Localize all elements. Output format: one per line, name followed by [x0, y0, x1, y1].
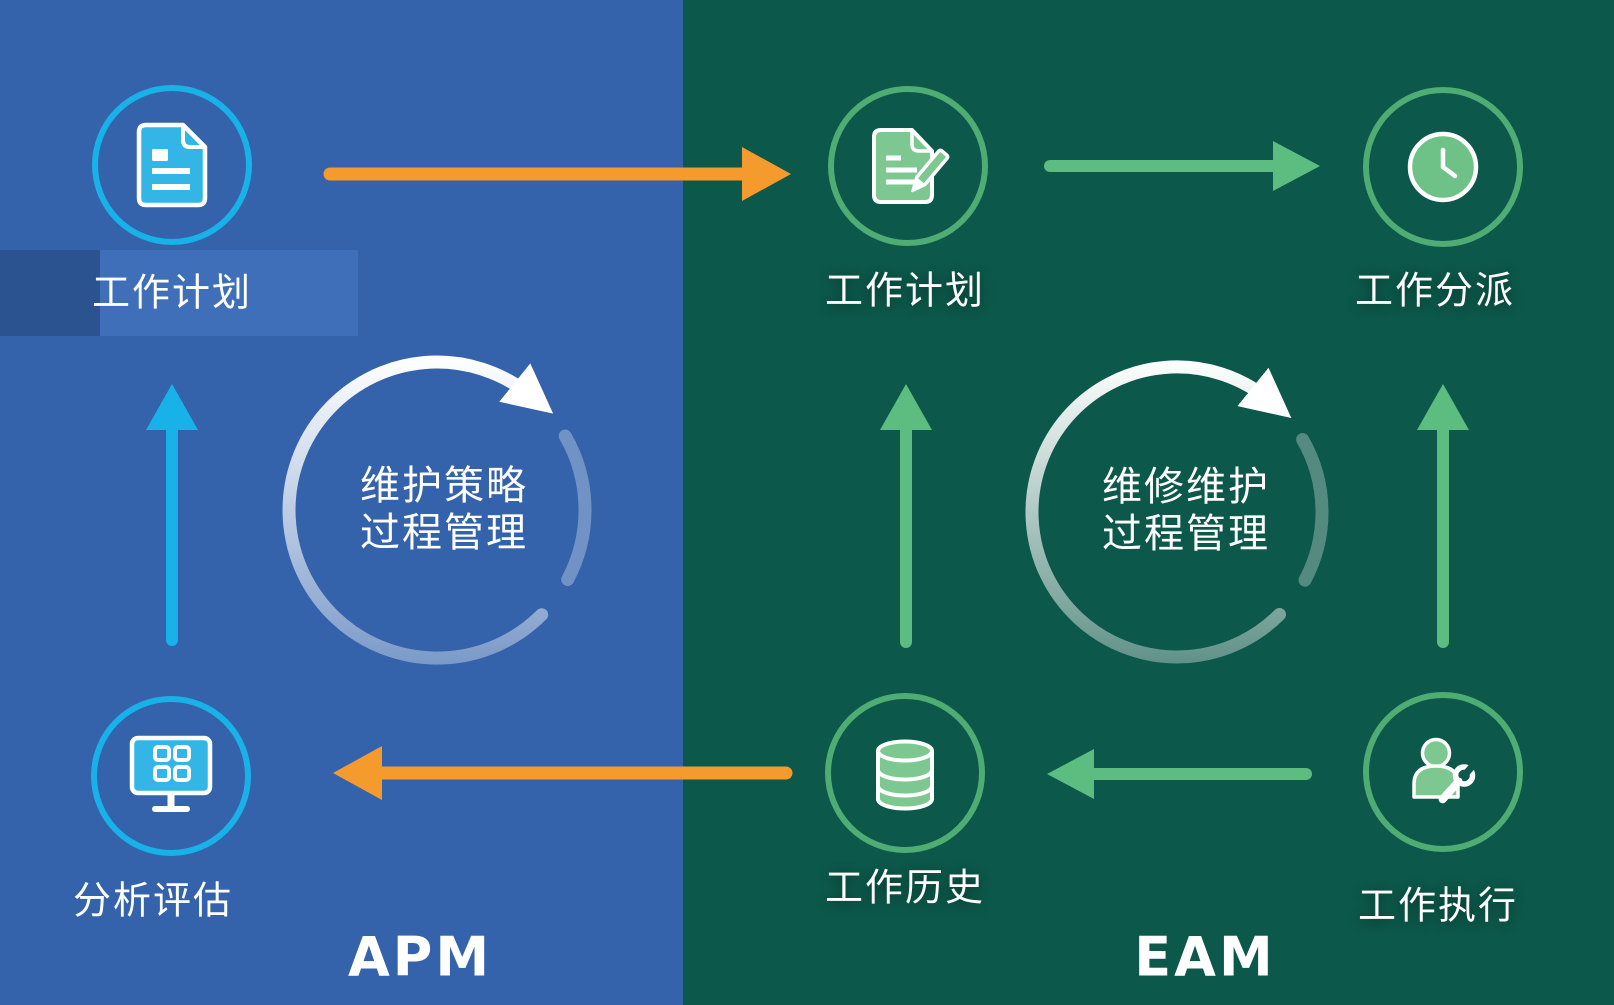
- document-pencil-icon: [872, 128, 950, 204]
- eam-cycle-label-line2: 过程管理: [1102, 511, 1270, 557]
- eam-title: EAM: [1134, 925, 1276, 989]
- arrow-analysis-to-workplan: [146, 384, 198, 646]
- cycle-arc: [1025, 360, 1292, 664]
- eam-dispatch-label: 工作分派: [1354, 268, 1516, 313]
- arrow-eam-history-to-apm-analysis: [333, 746, 793, 800]
- monitor-dashboard-icon: [129, 735, 213, 812]
- apm-analysis-label: 分析评估: [72, 878, 234, 923]
- node-circle: [1363, 692, 1523, 852]
- clock-icon: [1407, 131, 1479, 203]
- eam-history-label: 工作历史: [824, 865, 986, 910]
- eam-cycle-label: 维修维护 过程管理: [1102, 464, 1270, 558]
- apm-cycle-arrow: [282, 355, 592, 665]
- apm-cycle-label-line2: 过程管理: [360, 510, 528, 556]
- node-circle: [828, 86, 988, 246]
- person-wrench-icon: [1412, 737, 1478, 804]
- arrow-history-to-workplan: [880, 384, 932, 648]
- work-plan-band-dark: [0, 250, 100, 336]
- apm-title: APM: [347, 925, 493, 989]
- apm-analysis-node: [91, 696, 251, 856]
- arrow-apm-to-eam-workplan: [323, 147, 791, 201]
- eam-work-plan-node: [828, 86, 988, 246]
- eam-execution-node: [1363, 692, 1523, 852]
- apm-work-plan-node: [92, 85, 252, 245]
- apm-cycle-label-line1: 维护策略: [360, 463, 528, 509]
- eam-cycle-label-line1: 维修维护: [1102, 464, 1270, 510]
- database-icon: [876, 739, 934, 811]
- arrow-execution-to-history: [1047, 749, 1312, 799]
- work-plan-highlight-band: [100, 250, 358, 336]
- arrow-workplan-to-dispatch: [1044, 141, 1320, 191]
- node-circle: [1363, 87, 1523, 247]
- arrow-execution-to-dispatch: [1417, 384, 1469, 648]
- eam-cycle-arrow: [1025, 360, 1329, 664]
- apm-cycle-label: 维护策略 过程管理: [360, 463, 528, 557]
- node-circle: [92, 85, 252, 245]
- document-icon: [136, 122, 208, 208]
- cycle-arc-faint-segment: [1296, 433, 1329, 587]
- eam-work-plan-label: 工作计划: [824, 268, 986, 313]
- node-circle: [91, 696, 251, 856]
- cycle-arc-faint-segment: [558, 429, 592, 586]
- eam-history-node: [825, 693, 985, 853]
- apm-work-plan-label: 工作计划: [91, 270, 253, 315]
- eam-execution-label: 工作执行: [1357, 883, 1519, 928]
- cycle-arc: [282, 355, 554, 665]
- node-circle: [825, 693, 985, 853]
- eam-dispatch-node: [1363, 87, 1523, 247]
